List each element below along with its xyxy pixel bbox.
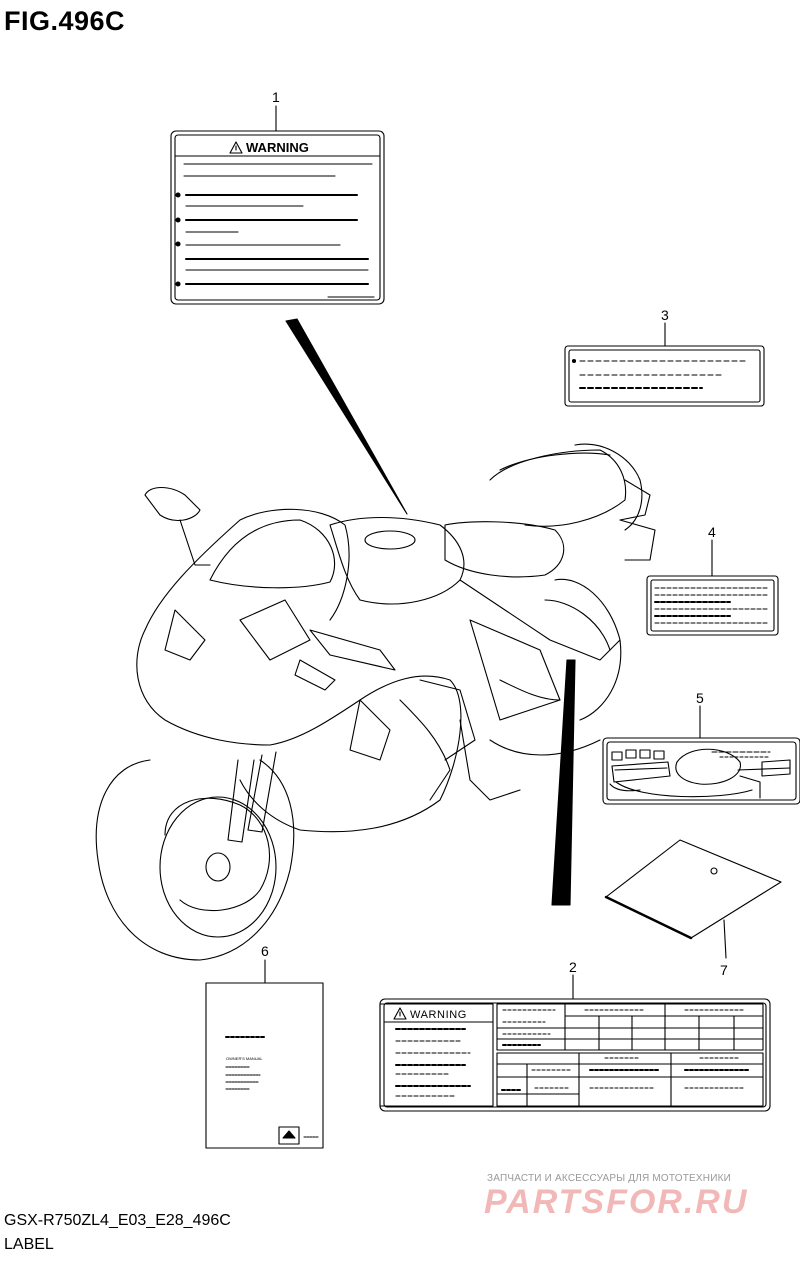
- label-2-heading: WARNING: [410, 1009, 467, 1021]
- callout-3: 3: [661, 307, 669, 323]
- label-2[interactable]: WARNING: [379, 974, 771, 1112]
- watermark-tagline: ЗАПЧАСТИ И АКСЕССУАРЫ ДЛЯ МОТОТЕХНИКИ: [487, 1173, 732, 1184]
- item-7-card[interactable]: [604, 839, 782, 959]
- leader-wedge-2: [551, 659, 576, 906]
- leader-wedge-1: [285, 318, 408, 515]
- label-1-outline: [170, 130, 385, 305]
- leader-line-7: [723, 919, 727, 959]
- callout-7: 7: [720, 962, 728, 978]
- item-6-manual[interactable]: OWNER'S MANUAL: [205, 959, 324, 1149]
- callout-1: 1: [272, 89, 280, 105]
- watermark-logo: PARTSFOR.RU: [484, 1183, 749, 1221]
- label-1[interactable]: WARNING: [170, 105, 385, 305]
- manual-title: OWNER'S MANUAL: [226, 1056, 263, 1061]
- section-name: LABEL: [4, 1236, 54, 1253]
- label-3[interactable]: [564, 322, 765, 407]
- motorcycle-outline: [95, 443, 656, 961]
- model-code: GSX-R750ZL4_E03_E28_496C: [4, 1212, 231, 1229]
- callout-5: 5: [696, 690, 704, 706]
- callout-4: 4: [708, 524, 716, 540]
- figure-title: FIG.496C: [4, 6, 126, 36]
- label-1-inner: [174, 134, 381, 301]
- label-1-heading: WARNING: [246, 140, 309, 155]
- callout-2: 2: [569, 959, 577, 975]
- engine-schematic-icon: [609, 748, 791, 799]
- label-5[interactable]: [602, 705, 800, 805]
- warning-triangle-icon: [393, 1007, 407, 1020]
- warning-triangle-icon: [229, 141, 243, 154]
- callout-6: 6: [261, 943, 269, 959]
- label-4[interactable]: [646, 539, 779, 636]
- brand-logo-icon: [278, 1126, 300, 1145]
